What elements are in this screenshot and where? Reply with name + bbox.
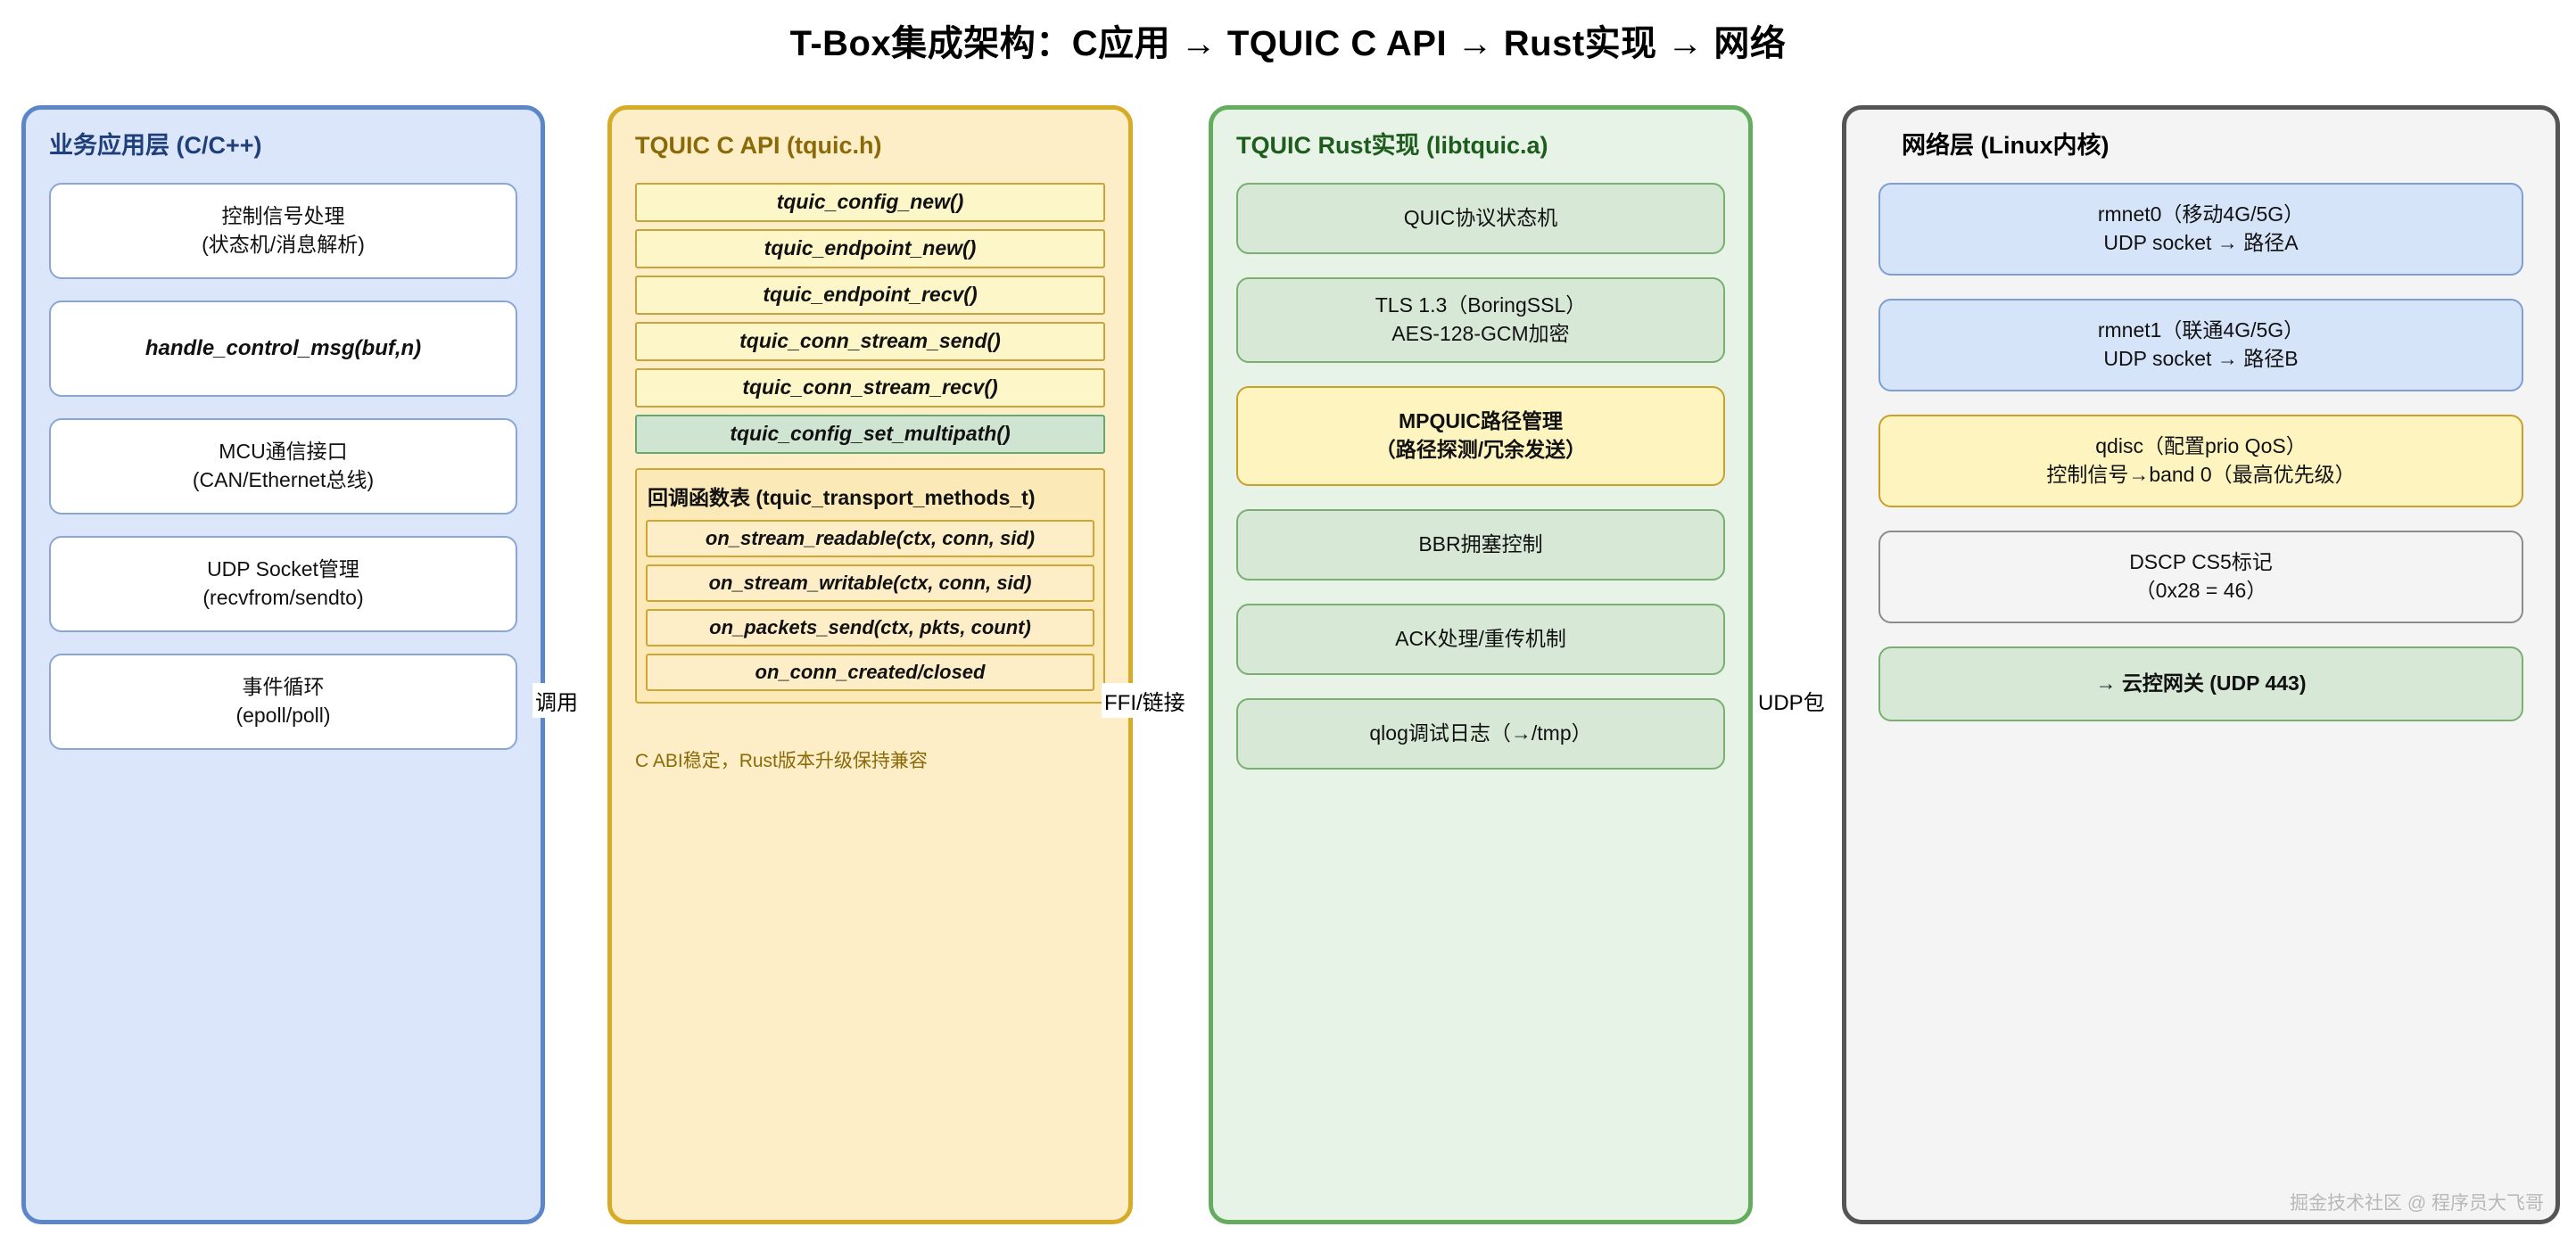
node-tquic-conn-stream-send: tquic_conn_stream_send() — [635, 321, 1105, 361]
node-line-2: （路径探测/冗余发送） — [1375, 437, 1587, 461]
node-line-1: UDP Socket管理 — [207, 556, 359, 580]
node-mcu-comm-interface: MCU通信接口 (CAN/Ethernet总线) — [49, 417, 517, 515]
node-line-2: AES-128-GCM加密 — [1391, 321, 1570, 345]
node-line-1: MPQUIC路径管理 — [1398, 408, 1563, 432]
layer-title-business-application: 业务应用层 (C/C++) — [49, 132, 262, 159]
node-label: qlog调试日志（→/tmp） — [1369, 720, 1592, 745]
node-label: on_stream_readable(ctx, conn, sid) — [705, 526, 1036, 549]
node-line-2: (recvfrom/sendto) — [202, 585, 364, 609]
layer-panel-tquic-rust: TQUIC Rust实现 (libtquic.a) QUIC协议状态机 TLS … — [1209, 105, 1753, 1224]
callback-table-title: 回调函数表 (tquic_transport_methods_t) — [648, 485, 1036, 509]
watermark: 掘金技术社区 @ 程序员大飞哥 — [2290, 1193, 2544, 1214]
node-control-signal-processing: 控制信号处理 (状态机/消息解析) — [49, 182, 517, 279]
callback-table-panel: 回调函数表 (tquic_transport_methods_t) on_str… — [635, 467, 1105, 704]
node-line-1: MCU通信接口 — [219, 439, 348, 463]
node-line-1: 控制信号处理 — [221, 203, 345, 227]
node-qlog-debug-log: qlog调试日志（→/tmp） — [1236, 697, 1725, 770]
layer-panel-business-application: 业务应用层 (C/C++) 控制信号处理 (状态机/消息解析) handle_c… — [21, 105, 545, 1224]
node-bbr-congestion-control: BBR拥塞控制 — [1236, 508, 1725, 580]
node-line-2: 控制信号→band 0（最高优先级） — [2046, 462, 2356, 486]
node-label: BBR拥塞控制 — [1418, 531, 1543, 556]
node-label: QUIC协议状态机 — [1403, 205, 1558, 229]
node-rmnet1-path-b: rmnet1（联通4G/5G） UDP socket → 路径B — [1878, 298, 2523, 391]
node-event-loop: 事件循环 (epoll/poll) — [49, 653, 517, 750]
node-line-1: 事件循环 — [242, 674, 325, 698]
node-dscp-cs5-marking: DSCP CS5标记 （0x28 = 46） — [1878, 530, 2523, 623]
node-tquic-endpoint-recv: tquic_endpoint_recv() — [635, 275, 1105, 315]
node-on-stream-writable: on_stream_writable(ctx, conn, sid) — [646, 564, 1094, 602]
node-label: ACK处理/重传机制 — [1395, 626, 1566, 650]
node-line-1: rmnet1（联通4G/5G） — [2097, 317, 2305, 342]
node-tls-boringssl: TLS 1.3（BoringSSL） AES-128-GCM加密 — [1236, 276, 1725, 363]
node-on-packets-send: on_packets_send(ctx, pkts, count) — [646, 608, 1094, 646]
page-title: T-Box集成架构：C应用 → TQUIC C API → Rust实现 → 网… — [789, 24, 1787, 63]
layer-title-network: 网络层 (Linux内核) — [1902, 132, 2110, 159]
layer-panel-tquic-c-api: TQUIC C API (tquic.h) tquic_config_new()… — [607, 105, 1133, 1224]
node-label: on_stream_writable(ctx, conn, sid) — [708, 571, 1032, 594]
node-label: → 云控网关 (UDP 443) — [2095, 671, 2307, 695]
c-abi-footnote: C ABI稳定，Rust版本升级保持兼容 — [635, 750, 928, 771]
node-mpquic-path-management: MPQUIC路径管理 （路径探测/冗余发送） — [1236, 385, 1725, 486]
node-line-1: qdisc（配置prio QoS） — [2095, 433, 2307, 457]
node-quic-protocol-state-machine: QUIC协议状态机 — [1236, 182, 1725, 254]
node-tquic-endpoint-new: tquic_endpoint_new() — [635, 228, 1105, 268]
node-cloud-control-gateway: → 云控网关 (UDP 443) — [1878, 646, 2523, 721]
node-tquic-config-new: tquic_config_new() — [635, 182, 1105, 222]
node-label: tquic_config_new() — [776, 189, 964, 213]
node-label: tquic_conn_stream_send() — [739, 328, 1001, 352]
node-on-conn-created-closed: on_conn_created/closed — [646, 653, 1094, 691]
node-label: tquic_conn_stream_recv() — [742, 375, 998, 399]
node-line-1: rmnet0（移动4G/5G） — [2097, 202, 2305, 226]
node-label: tquic_config_set_multipath() — [730, 421, 1011, 445]
node-label: tquic_endpoint_new() — [764, 235, 977, 259]
node-line-2: (CAN/Ethernet总线) — [192, 467, 375, 491]
node-tquic-config-set-multipath: tquic_config_set_multipath() — [635, 414, 1105, 454]
node-line-2: UDP socket → 路径B — [2103, 346, 2299, 370]
node-ack-retransmission: ACK处理/重传机制 — [1236, 603, 1725, 675]
layer-title-tquic-c-api: TQUIC C API (tquic.h) — [635, 132, 882, 159]
node-label: on_packets_send(ctx, pkts, count) — [709, 615, 1031, 638]
node-label: on_conn_created/closed — [755, 660, 986, 683]
connector-label-call: 调用 — [533, 683, 581, 718]
node-label: handle_control_msg(buf,n) — [144, 336, 422, 361]
node-line-2: (epoll/poll) — [235, 703, 331, 727]
node-handle-control-msg: handle_control_msg(buf,n) — [49, 300, 517, 397]
node-line-2: （0x28 = 46） — [2134, 578, 2267, 602]
node-on-stream-readable: on_stream_readable(ctx, conn, sid) — [646, 519, 1094, 557]
connector-label-udp-packet: UDP包 — [1755, 683, 1828, 718]
layer-title-tquic-rust: TQUIC Rust实现 (libtquic.a) — [1236, 132, 1548, 159]
node-line-2: (状态机/消息解析) — [202, 232, 365, 256]
node-line-2: UDP socket → 路径A — [2103, 230, 2299, 254]
node-rmnet0-path-a: rmnet0（移动4G/5G） UDP socket → 路径A — [1878, 182, 2523, 276]
node-tquic-conn-stream-recv: tquic_conn_stream_recv() — [635, 367, 1105, 408]
layer-panel-network: 网络层 (Linux内核) rmnet0（移动4G/5G） UDP socket… — [1842, 105, 2560, 1224]
connector-label-ffi-link: FFI/链接 — [1102, 683, 1188, 718]
node-line-1: DSCP CS5标记 — [2129, 549, 2273, 573]
node-udp-socket-management: UDP Socket管理 (recvfrom/sendto) — [49, 535, 517, 632]
node-label: tquic_endpoint_recv() — [763, 282, 978, 306]
node-qdisc-prio-qos: qdisc（配置prio QoS） 控制信号→band 0（最高优先级） — [1878, 414, 2523, 507]
node-line-1: TLS 1.3（BoringSSL） — [1375, 292, 1587, 317]
